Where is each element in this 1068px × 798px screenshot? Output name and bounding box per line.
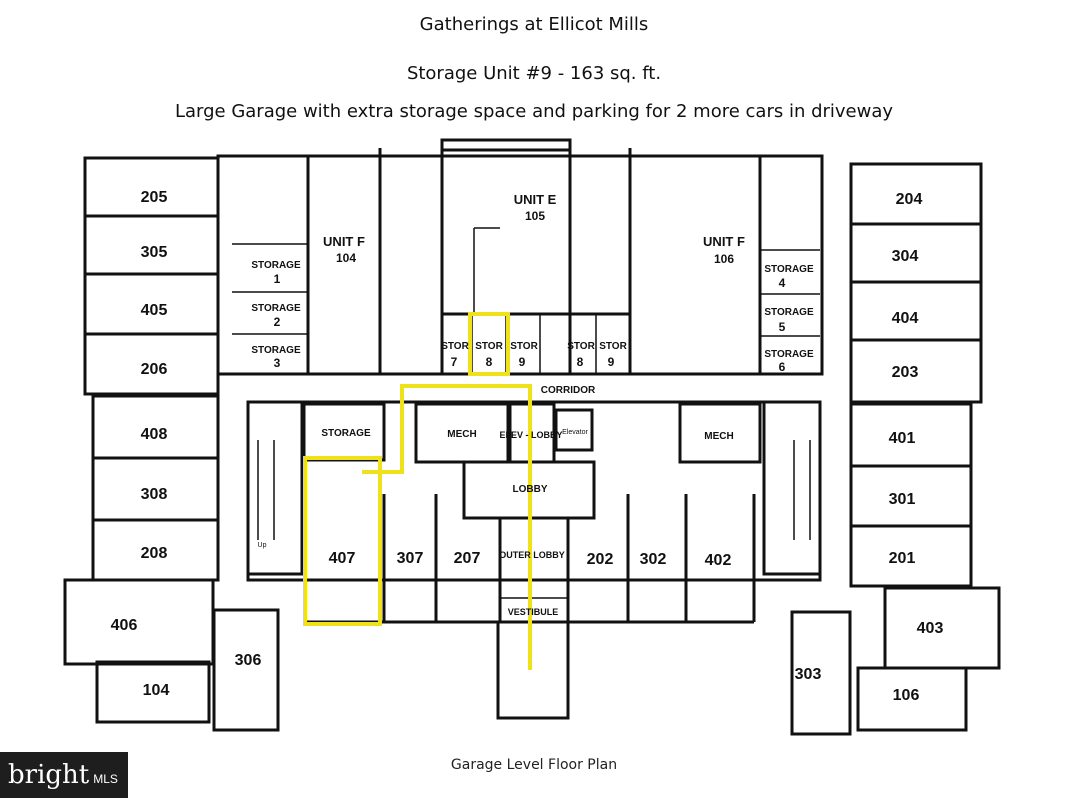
- storage-2-number: 2: [274, 315, 281, 329]
- outer-lobby-label: OUTER LOBBY: [499, 550, 565, 560]
- unit-104: 104: [143, 682, 170, 699]
- unit-307: 307: [397, 550, 424, 567]
- stor-7-label: STOR: [441, 341, 469, 352]
- unit-401: 401: [889, 430, 916, 447]
- right-unit-column: [790, 162, 1001, 736]
- unit-e-number: 105: [525, 209, 545, 223]
- stor-9-number: 9: [519, 355, 526, 369]
- unit-304: 304: [892, 248, 919, 265]
- highlight-stor-9: [468, 312, 510, 376]
- unit-406: 406: [111, 617, 138, 634]
- subtitle: Storage Unit #9 - 163 sq. ft.: [406, 63, 662, 84]
- unit-404: 404: [892, 310, 919, 327]
- storage-1-number: 1: [274, 272, 281, 286]
- unit-303: 303: [795, 666, 822, 683]
- unit-106: 106: [893, 687, 920, 704]
- upper-block: [216, 138, 824, 376]
- stor-8b-number: 8: [577, 355, 584, 369]
- mech-right-label: MECH: [704, 431, 733, 442]
- unit-403: 403: [917, 620, 944, 637]
- unit-301: 301: [889, 491, 916, 508]
- elevator-label: Elevator: [562, 429, 588, 436]
- storage-room-label: STORAGE: [321, 428, 371, 439]
- mech-left-label: MECH: [447, 429, 476, 440]
- unit-206: 206: [141, 361, 168, 378]
- highlight-path: [303, 312, 532, 670]
- vestibule-label: VESTIBULE: [508, 607, 559, 617]
- unit-f-left-label: UNIT F: [323, 234, 365, 249]
- storage-6-label: STORAGE: [764, 349, 814, 360]
- storage-5-label: STORAGE: [764, 307, 814, 318]
- unit-204: 204: [896, 191, 923, 208]
- corridor-label: CORRIDOR: [541, 385, 596, 396]
- unit-308: 308: [141, 486, 168, 503]
- storage-6-number: 6: [779, 360, 786, 374]
- unit-201: 201: [889, 550, 916, 567]
- storage-3-label: STORAGE: [251, 345, 301, 356]
- unit-306: 306: [235, 652, 262, 669]
- unit-203: 203: [892, 364, 919, 381]
- unit-202: 202: [587, 551, 614, 568]
- unit-208: 208: [141, 545, 168, 562]
- route-line: [362, 384, 532, 670]
- stor-9b-number: 9: [608, 355, 615, 369]
- title: Gatherings at Ellicot Mills: [419, 14, 649, 35]
- unit-205: 205: [141, 189, 168, 206]
- stor-8-number: 8: [486, 355, 493, 369]
- stor-9b-label: STOR: [599, 341, 627, 352]
- storage-1-label: STORAGE: [251, 260, 301, 271]
- storage-4-label: STORAGE: [764, 264, 814, 275]
- unit-402: 402: [705, 552, 732, 569]
- unit-f-right-number: 106: [714, 252, 734, 266]
- unit-405: 405: [141, 302, 168, 319]
- plan-caption: Garage Level Floor Plan: [450, 757, 618, 773]
- storage-3-number: 3: [274, 356, 281, 370]
- elev-lobby-label: ELEV - LOBBY: [499, 430, 562, 440]
- unit-e-label: UNIT E: [514, 192, 557, 207]
- storage-2-label: STORAGE: [251, 303, 301, 314]
- description: Large Garage with extra storage space an…: [174, 101, 894, 122]
- storage-5-number: 5: [779, 320, 786, 334]
- unit-302: 302: [640, 551, 667, 568]
- storage-4-number: 4: [779, 276, 786, 290]
- unit-407: 407: [329, 550, 356, 567]
- stor-8b-label: STOR: [567, 341, 595, 352]
- lobby-label: LOBBY: [513, 484, 548, 495]
- unit-305: 305: [141, 244, 168, 261]
- stair-up-label: Up: [258, 542, 267, 549]
- unit-207: 207: [454, 550, 481, 567]
- stor-8-label: STOR: [475, 341, 503, 352]
- unit-408: 408: [141, 426, 168, 443]
- unit-f-right-label: UNIT F: [703, 234, 745, 249]
- stor-7-number: 7: [451, 355, 458, 369]
- unit-f-left-number: 104: [336, 251, 356, 265]
- highlight-garage-407: [303, 456, 382, 626]
- stor-9-label: STOR: [510, 341, 538, 352]
